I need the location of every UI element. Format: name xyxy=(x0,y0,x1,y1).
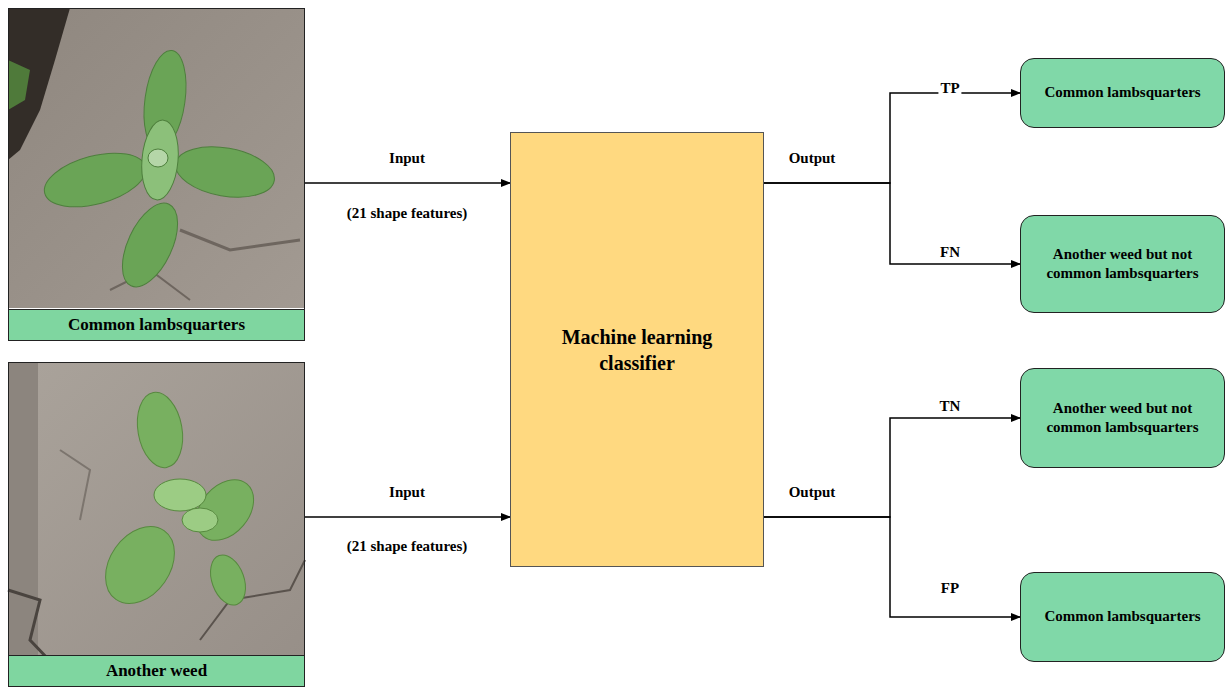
connector-arrow xyxy=(764,418,1020,517)
connector-arrow xyxy=(764,183,1020,264)
connector-arrow xyxy=(764,93,1020,183)
photo-panel: Common lambsquarters xyxy=(8,8,305,341)
connector-arrow xyxy=(305,516,510,518)
edge-label: FP xyxy=(939,580,961,597)
flow-label: Output xyxy=(787,150,838,167)
box-text: Another weed but not common lambsquarter… xyxy=(1021,239,1224,290)
connector-arrow xyxy=(305,182,510,184)
connector-arrow xyxy=(764,517,1020,617)
flow-label: (21 shape features) xyxy=(345,538,470,555)
output-box: Common lambsquarters xyxy=(1020,572,1225,662)
box-text: Common lambsquarters xyxy=(1030,601,1214,633)
edge-label: Input xyxy=(387,484,427,501)
edge-label: Input xyxy=(387,150,427,167)
flow-label: (21 shape features) xyxy=(345,205,470,222)
output-box: Common lambsquarters xyxy=(1020,58,1225,128)
classifier-box: Machine learning classifier xyxy=(510,132,764,567)
edge-label: FN xyxy=(938,244,962,261)
output-box: Another weed but not common lambsquarter… xyxy=(1020,368,1225,468)
flow-label: Output xyxy=(787,484,838,501)
edge-label: TN xyxy=(938,398,963,415)
photo-caption: Common lambsquarters xyxy=(9,309,304,340)
photo-caption: Another weed xyxy=(9,655,304,686)
edge-label: TP xyxy=(938,80,961,97)
box-text: Common lambsquarters xyxy=(1030,77,1214,109)
output-box: Another weed but not common lambsquarter… xyxy=(1020,215,1225,313)
box-text: Machine learning classifier xyxy=(511,324,763,376)
photo-panel: Another weed xyxy=(8,362,305,687)
box-text: Another weed but not common lambsquarter… xyxy=(1021,393,1224,444)
